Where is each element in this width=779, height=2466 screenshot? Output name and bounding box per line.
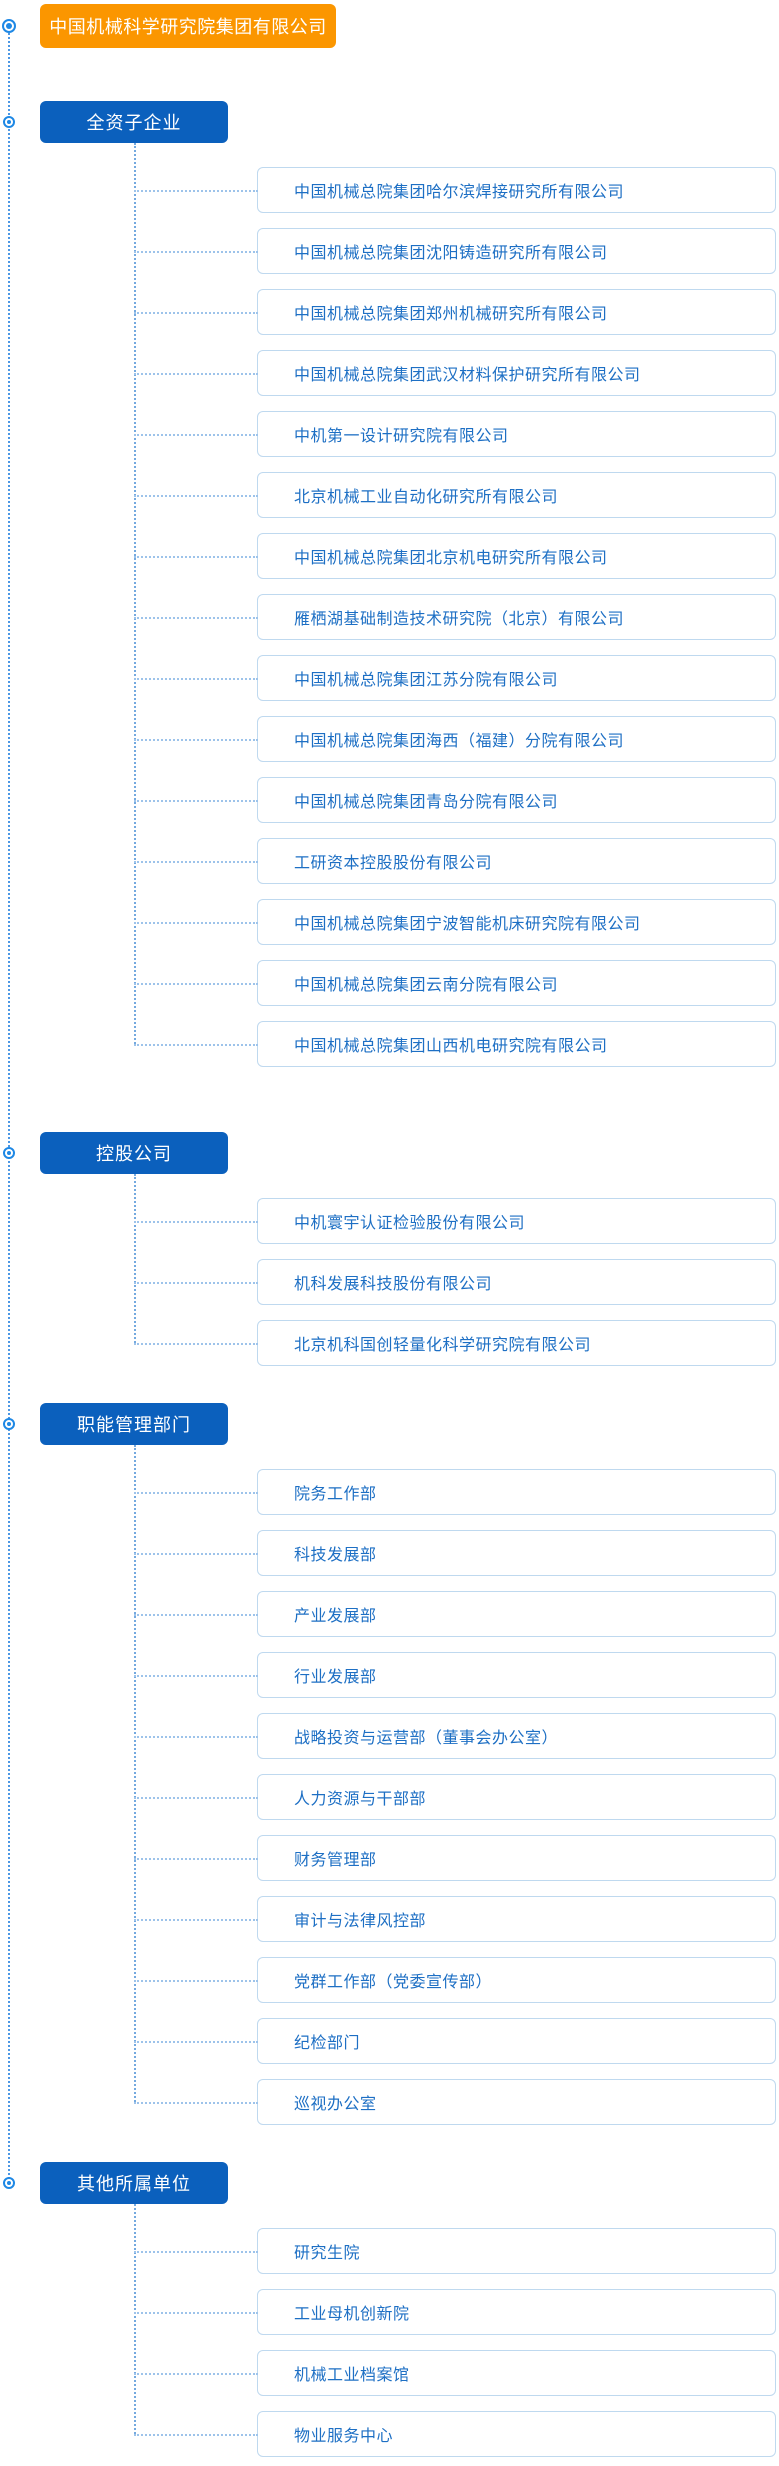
org-item-label: 中国机械总院集团宁波智能机床研究院有限公司 <box>294 916 641 933</box>
org-item: 财务管理部 <box>134 1835 776 1881</box>
org-item: 北京机械工业自动化研究所有限公司 <box>134 472 776 518</box>
section-header-holding-companies: 控股公司 <box>3 1132 228 1174</box>
org-item-label: 机科发展科技股份有限公司 <box>294 1276 493 1293</box>
org-item-label: 研究生院 <box>294 2245 361 2262</box>
org-item: 机械工业档案馆 <box>134 2350 776 2396</box>
org-item: 审计与法律风控部 <box>134 1896 776 1942</box>
org-item: 物业服务中心 <box>134 2411 776 2457</box>
section-label: 控股公司 <box>96 1144 172 1164</box>
org-item-label: 中机第一设计研究院有限公司 <box>294 428 509 445</box>
org-item: 党群工作部（党委宣传部） <box>134 1957 776 2003</box>
root-company-node: 中国机械科学研究院集团有限公司 <box>2 4 336 48</box>
section-items: 院务工作部 科技发展部 产业发展部 行业发展部 战略投资与运营部（董事会办公室）… <box>134 1445 776 2125</box>
section-header-departments: 职能管理部门 <box>3 1403 228 1445</box>
target-bullet-icon <box>3 116 15 128</box>
org-item-label: 中机寰宇认证检验股份有限公司 <box>294 1215 526 1232</box>
target-bullet-icon <box>2 19 16 33</box>
org-item: 科技发展部 <box>134 1530 776 1576</box>
section-wholly-owned: 全资子企业 中国机械总院集团哈尔滨焊接研究所有限公司 中国机械总院集团沈阳铸造研… <box>0 101 779 1067</box>
root-company-label: 中国机械科学研究院集团有限公司 <box>49 17 327 37</box>
section-items: 中机寰宇认证检验股份有限公司 机科发展科技股份有限公司 北京机科国创轻量化科学研… <box>134 1174 776 1366</box>
target-bullet-icon <box>3 1147 15 1159</box>
org-item-label: 审计与法律风控部 <box>294 1913 427 1930</box>
section-departments: 职能管理部门 院务工作部 科技发展部 产业发展部 行业发展部 战略投资与运营部（… <box>0 1403 779 2125</box>
org-item-label: 中国机械总院集团郑州机械研究所有限公司 <box>294 306 608 323</box>
org-item-label: 产业发展部 <box>294 1608 377 1625</box>
org-item: 中国机械总院集团武汉材料保护研究所有限公司 <box>134 350 776 396</box>
org-item-label: 财务管理部 <box>294 1852 377 1869</box>
org-item: 中国机械总院集团宁波智能机床研究院有限公司 <box>134 899 776 945</box>
org-item: 中机寰宇认证检验股份有限公司 <box>134 1198 776 1244</box>
org-item: 中国机械总院集团山西机电研究院有限公司 <box>134 1021 776 1067</box>
org-item-label: 院务工作部 <box>294 1486 377 1503</box>
org-item-label: 人力资源与干部部 <box>294 1791 427 1808</box>
section-items: 中国机械总院集团哈尔滨焊接研究所有限公司 中国机械总院集团沈阳铸造研究所有限公司… <box>134 143 776 1067</box>
org-item: 行业发展部 <box>134 1652 776 1698</box>
org-item: 研究生院 <box>134 2228 776 2274</box>
org-item-label: 北京机械工业自动化研究所有限公司 <box>294 489 559 506</box>
org-item: 中国机械总院集团郑州机械研究所有限公司 <box>134 289 776 335</box>
org-item-label: 战略投资与运营部（董事会办公室） <box>294 1730 559 1747</box>
org-item: 中国机械总院集团海西（福建）分院有限公司 <box>134 716 776 762</box>
org-item-label: 中国机械总院集团山西机电研究院有限公司 <box>294 1038 608 1055</box>
target-bullet-icon <box>3 1418 15 1430</box>
org-item: 中机第一设计研究院有限公司 <box>134 411 776 457</box>
org-item: 中国机械总院集团北京机电研究所有限公司 <box>134 533 776 579</box>
org-item-label: 工业母机创新院 <box>294 2306 410 2323</box>
org-item-label: 中国机械总院集团武汉材料保护研究所有限公司 <box>294 367 641 384</box>
section-holding-companies: 控股公司 中机寰宇认证检验股份有限公司 机科发展科技股份有限公司 北京机科国创轻… <box>0 1132 779 1366</box>
org-item-label: 中国机械总院集团云南分院有限公司 <box>294 977 559 994</box>
target-bullet-icon <box>3 2177 15 2189</box>
org-item: 机科发展科技股份有限公司 <box>134 1259 776 1305</box>
org-item: 巡视办公室 <box>134 2079 776 2125</box>
org-item: 工研资本控股股份有限公司 <box>134 838 776 884</box>
org-item: 产业发展部 <box>134 1591 776 1637</box>
org-item: 中国机械总院集团云南分院有限公司 <box>134 960 776 1006</box>
org-item: 中国机械总院集团哈尔滨焊接研究所有限公司 <box>134 167 776 213</box>
org-item: 中国机械总院集团江苏分院有限公司 <box>134 655 776 701</box>
org-item: 中国机械总院集团沈阳铸造研究所有限公司 <box>134 228 776 274</box>
org-item-label: 中国机械总院集团沈阳铸造研究所有限公司 <box>294 245 608 262</box>
tree-rail-line <box>8 26 10 2183</box>
org-item-label: 中国机械总院集团青岛分院有限公司 <box>294 794 559 811</box>
org-item-label: 中国机械总院集团江苏分院有限公司 <box>294 672 559 689</box>
org-item-label: 科技发展部 <box>294 1547 377 1564</box>
org-item-label: 行业发展部 <box>294 1669 377 1686</box>
section-label: 其他所属单位 <box>77 2174 191 2194</box>
section-items: 研究生院 工业母机创新院 机械工业档案馆 物业服务中心 <box>134 2204 776 2457</box>
section-other-units: 其他所属单位 研究生院 工业母机创新院 机械工业档案馆 物业服务中心 <box>0 2162 779 2457</box>
org-item-label: 工研资本控股股份有限公司 <box>294 855 493 872</box>
org-item: 纪检部门 <box>134 2018 776 2064</box>
org-item-label: 纪检部门 <box>294 2035 361 2052</box>
org-item: 人力资源与干部部 <box>134 1774 776 1820</box>
org-item: 中国机械总院集团青岛分院有限公司 <box>134 777 776 823</box>
org-item: 北京机科国创轻量化科学研究院有限公司 <box>134 1320 776 1366</box>
org-item-label: 中国机械总院集团北京机电研究所有限公司 <box>294 550 608 567</box>
section-label: 职能管理部门 <box>77 1415 191 1435</box>
org-item-label: 雁栖湖基础制造技术研究院（北京）有限公司 <box>294 611 625 628</box>
section-header-wholly-owned: 全资子企业 <box>3 101 228 143</box>
section-header-other-units: 其他所属单位 <box>3 2162 228 2204</box>
org-item-label: 党群工作部（党委宣传部） <box>294 1974 493 1991</box>
org-item-label: 北京机科国创轻量化科学研究院有限公司 <box>294 1337 592 1354</box>
org-item: 工业母机创新院 <box>134 2289 776 2335</box>
section-label: 全资子企业 <box>86 113 182 133</box>
org-item-label: 中国机械总院集团哈尔滨焊接研究所有限公司 <box>294 184 625 201</box>
org-item-label: 机械工业档案馆 <box>294 2367 410 2384</box>
org-item: 战略投资与运营部（董事会办公室） <box>134 1713 776 1759</box>
org-item-label: 物业服务中心 <box>294 2428 394 2445</box>
org-item: 雁栖湖基础制造技术研究院（北京）有限公司 <box>134 594 776 640</box>
org-item: 院务工作部 <box>134 1469 776 1515</box>
org-item-label: 中国机械总院集团海西（福建）分院有限公司 <box>294 733 625 750</box>
org-item-label: 巡视办公室 <box>294 2096 377 2113</box>
